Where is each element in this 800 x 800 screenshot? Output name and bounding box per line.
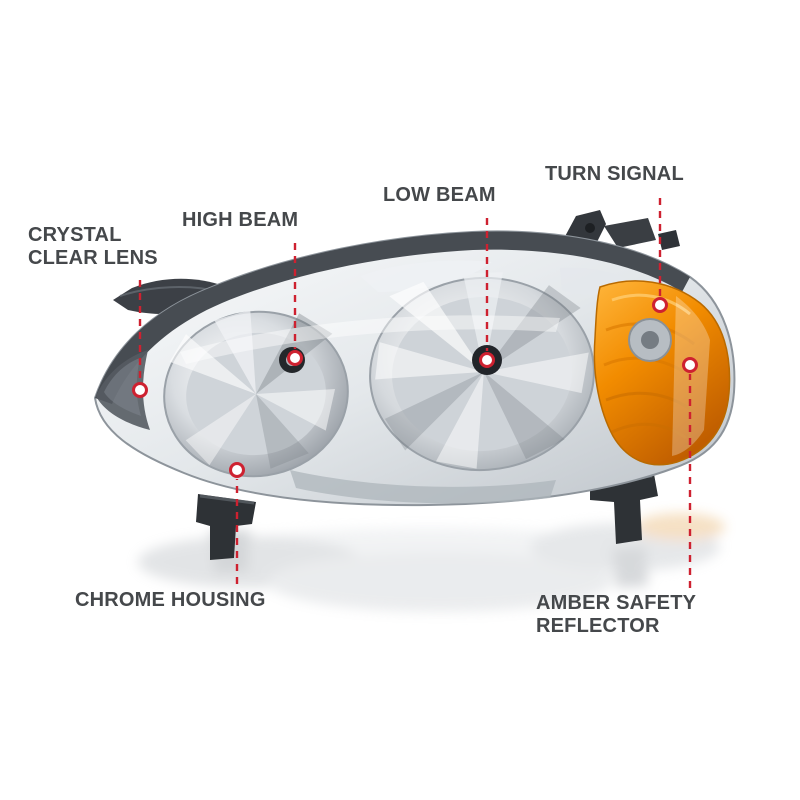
lens-glare [180,315,560,364]
high-beam-reflector [163,309,349,478]
callout-amber-safety-reflector-label: AMBER SAFETY REFLECTOR [536,592,697,637]
anchor-marker-chrome-housing [229,462,245,478]
amber-reflector [593,280,731,466]
anchor-markers [132,297,698,478]
anchor-marker-crystal-clear-lens [132,382,148,398]
callout-low-beam-label: LOW BEAM [383,184,496,206]
floor-reflection [138,513,725,612]
callout-crystal-clear-lens-label: CRYSTAL CLEAR LENS [28,224,158,269]
anchor-marker-turn-signal [652,297,668,313]
anchor-marker-high-beam [287,350,303,366]
turn-signal-bulb [628,318,672,362]
anchor-marker-amber-safety-reflector [682,357,698,373]
callout-high-beam-label: HIGH BEAM [182,209,299,231]
callout-chrome-housing-label: CHROME HOUSING [75,589,266,611]
anchor-marker-low-beam [479,352,495,368]
callout-connectors [138,198,692,588]
callout-turn-signal-label: TURN SIGNAL [545,163,684,185]
